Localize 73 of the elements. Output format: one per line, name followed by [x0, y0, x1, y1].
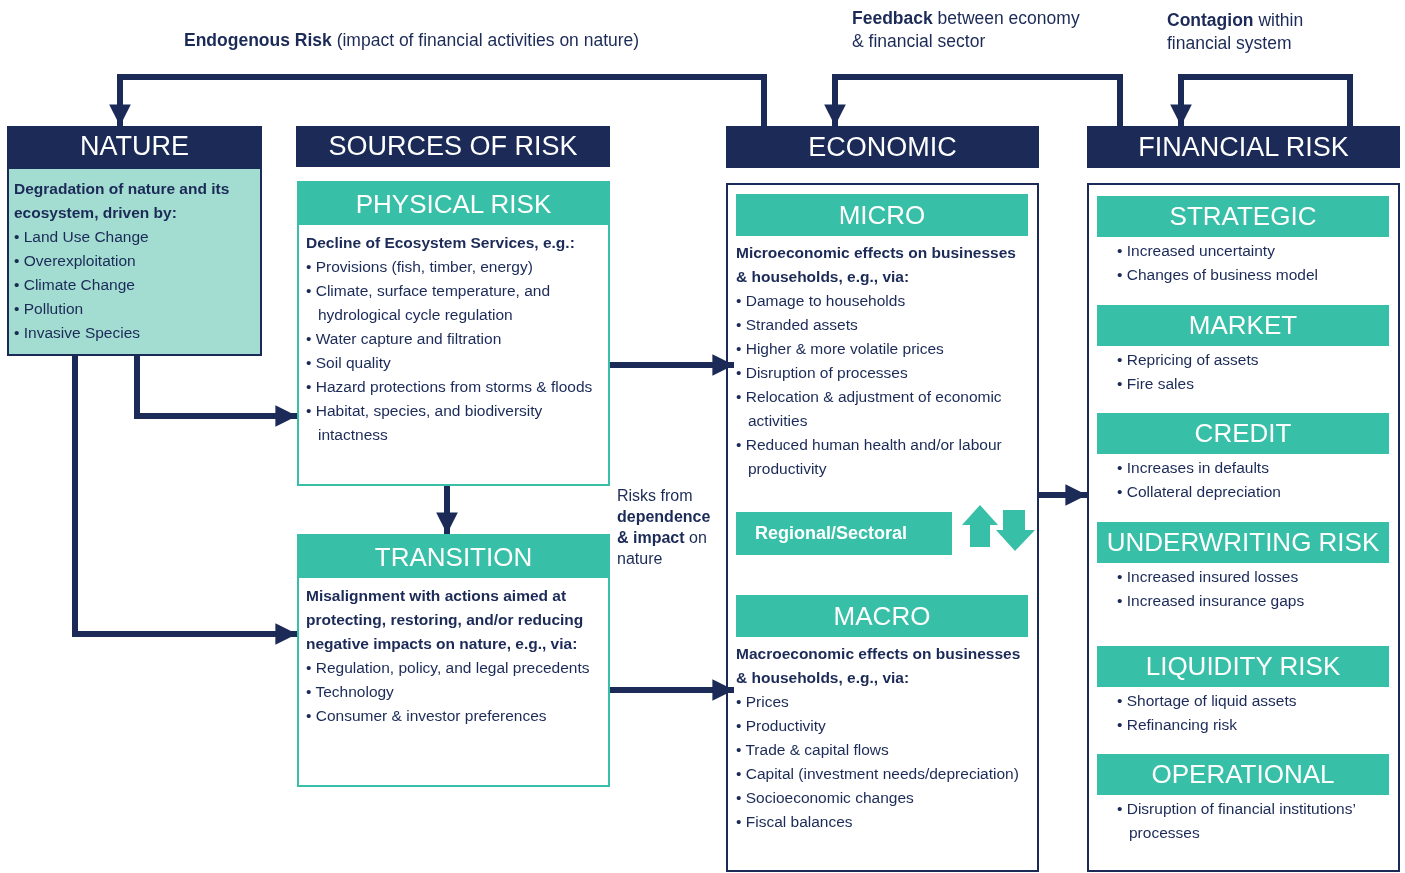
bullet-item: • Hazard protections from storms & floods [306, 377, 594, 397]
section-heading: OPERATIONAL [1097, 754, 1389, 795]
bullet-item: • Relocation & adjustment of economic activities [736, 387, 1003, 431]
bullet-item: • Invasive Species [14, 323, 142, 343]
bullet-item: • Technology [306, 682, 395, 702]
arrow [1170, 74, 1353, 126]
bullet-item: • Disruption of financial institutions’ processes [1117, 799, 1357, 843]
section-heading: STRATEGIC [1097, 196, 1389, 237]
regional-sectoral-bar: Regional/Sectoral [736, 512, 952, 555]
column-heading: SOURCES OF RISK [296, 126, 610, 167]
risk-card [297, 181, 610, 486]
bullet-item: • Regulation, policy, and legal precedents [306, 658, 591, 678]
lead-text: Misalignment with actions aimed at protecting, restoring, and/or reducing negative impacts on nature, e.g., via: [306, 586, 585, 654]
bullet-item: • Fiscal balances [736, 812, 854, 832]
bullet-item: • Overexploitation [14, 251, 137, 271]
block-arrow [962, 505, 998, 547]
section-heading: MACRO [736, 595, 1028, 637]
bullet-item: • Increases in defaults [1117, 458, 1270, 478]
bullet-item: • Climate, surface temperature, and hydrological cycle regulation [306, 281, 552, 325]
arrow [436, 486, 458, 534]
bullet-item: • Trade & capital flows [736, 740, 890, 760]
lead-text: Microeconomic effects on businesses & households, e.g., via: [736, 243, 1017, 287]
bullet-item: • Productivity [736, 716, 827, 736]
arrow [610, 354, 734, 376]
bullet-item: • Increased insured losses [1117, 567, 1300, 587]
section-heading: CREDIT [1097, 413, 1389, 454]
bullet-item: • Fire sales [1117, 374, 1195, 394]
column-heading: FINANCIAL RISK [1087, 126, 1400, 168]
lead-text: Decline of Ecosystem Services, e.g.: [306, 233, 576, 253]
bullet-item: • Refinancing risk [1117, 715, 1238, 735]
section-heading: UNDERWRITING RISK [1097, 522, 1389, 563]
bullet-item: • Pollution [14, 299, 85, 319]
bullet-item: • Repricing of assets [1117, 350, 1260, 370]
bullet-item: • Consumer & investor preferences [306, 706, 548, 726]
section-heading: PHYSICAL RISK [299, 183, 608, 225]
arrow [72, 356, 297, 645]
arrow [610, 679, 734, 701]
bullet-item: • Changes of business model [1117, 265, 1319, 285]
bullet-item: • Water capture and filtration [306, 329, 503, 349]
bullet-item: • Provisions (fish, timber, energy) [306, 257, 534, 277]
arrow [1039, 484, 1087, 506]
column-heading: ECONOMIC [726, 126, 1039, 168]
bullet-item: • Shortage of liquid assets [1117, 691, 1298, 711]
section-heading: TRANSITION [299, 536, 608, 578]
bullet-item: • Habitat, species, and biodiversity intactness [306, 401, 544, 445]
panel-frame [726, 183, 1039, 872]
arrow [109, 74, 767, 126]
section-heading: MICRO [736, 194, 1028, 236]
lead-text: Macroeconomic effects on businesses & households, e.g., via: [736, 644, 1022, 688]
bullet-item: • Prices [736, 692, 790, 712]
panel-frame [1087, 183, 1400, 872]
note-text: Risks from dependence & impact on nature [617, 486, 712, 569]
lead-text: Degradation of nature and its ecosystem, driven by: [14, 179, 231, 223]
column-heading: NATURE [7, 126, 262, 167]
bullet-item: • Increased insurance gaps [1117, 591, 1306, 611]
block-arrow [996, 510, 1035, 551]
bullet-item: • Land Use Change [14, 227, 150, 247]
bullet-item: • Higher & more volatile prices [736, 339, 945, 359]
arrow [134, 356, 297, 427]
bullet-item: • Damage to households [736, 291, 907, 311]
bullet-item: • Disruption of processes [736, 363, 909, 383]
bullet-item: • Soil quality [306, 353, 392, 373]
bullet-item: • Increased uncertainty [1117, 241, 1276, 261]
risk-card [297, 534, 610, 787]
bullet-item: • Socioeconomic changes [736, 788, 915, 808]
bullet-item: • Stranded assets [736, 315, 859, 335]
arrow [824, 74, 1123, 126]
bullet-item: • Collateral depreciation [1117, 482, 1282, 502]
bullet-item: • Reduced human health and/or labour productivity [736, 435, 1003, 479]
bullet-item: • Capital (investment needs/depreciation) [736, 764, 1020, 784]
section-heading: MARKET [1097, 305, 1389, 346]
bullet-item: • Climate Change [14, 275, 136, 295]
section-heading: LIQUIDITY RISK [1097, 646, 1389, 687]
